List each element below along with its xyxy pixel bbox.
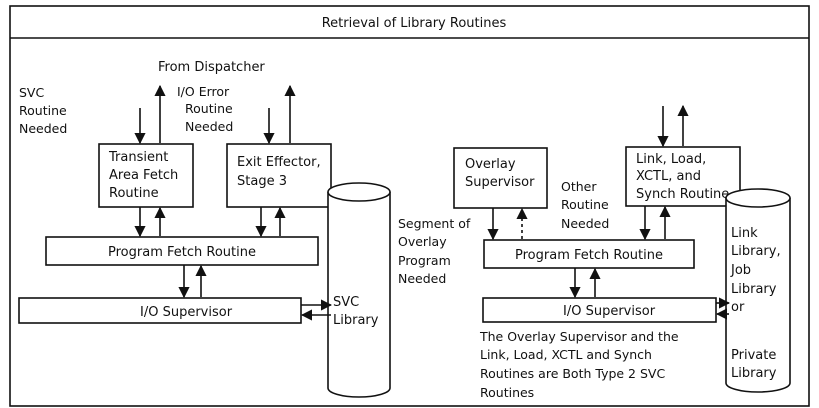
other-routine-needed-label: Other Routine Needed xyxy=(561,179,609,231)
link-library-line: Library xyxy=(731,366,777,381)
segment-needed-label: Segment of Overlay Program Needed xyxy=(398,216,471,286)
overlay-supervisor-line: Supervisor xyxy=(465,175,535,190)
svc-library-line: SVC xyxy=(333,295,359,310)
link-load-xctl-synch-box xyxy=(625,146,741,207)
link-load-line: XCTL, and xyxy=(636,169,701,184)
other-needed-line: Needed xyxy=(561,216,609,231)
from-dispatcher-label: From Dispatcher xyxy=(158,60,265,75)
transient-line: Transient xyxy=(108,150,168,165)
program-fetch-label-left: Program Fetch Routine xyxy=(108,245,256,260)
link-library-line: Private xyxy=(731,348,776,363)
io-supervisor-box-right xyxy=(482,297,717,323)
link-library-line: Job xyxy=(730,263,751,278)
type-2-svc-note: The Overlay Supervisor and the Link, Loa… xyxy=(479,329,679,400)
note-line: Routines xyxy=(480,385,534,400)
svc-library-cylinder xyxy=(327,182,391,398)
transient-line: Routine xyxy=(109,186,159,201)
exit-effector-line: Exit Effector, xyxy=(237,155,321,170)
overlay-supervisor-line: Overlay xyxy=(465,157,516,172)
io-error-needed-line: Routine xyxy=(185,101,233,116)
link-library-line: Library xyxy=(731,282,777,297)
exit-effector-box xyxy=(226,143,332,208)
transient-area-fetch-box xyxy=(98,143,194,208)
svc-routine-needed-label: SVC Routine Needed xyxy=(19,85,67,136)
io-supervisor-label-left: I/O Supervisor xyxy=(140,305,233,320)
outer-frame xyxy=(9,5,810,407)
svc-needed-line: SVC xyxy=(19,85,44,100)
svc-library-line: Library xyxy=(333,313,379,328)
io-supervisor-label-right: I/O Supervisor xyxy=(563,304,656,319)
link-library-cylinder xyxy=(725,188,791,393)
program-fetch-label-right: Program Fetch Routine xyxy=(515,248,663,263)
transient-line: Area Fetch xyxy=(109,168,178,183)
svc-needed-line: Needed xyxy=(19,121,67,136)
link-library-line: Library, xyxy=(731,244,781,259)
other-needed-line: Other xyxy=(561,179,597,194)
link-load-line: Synch Routine xyxy=(636,187,729,202)
other-needed-line: Routine xyxy=(561,197,609,212)
io-error-needed-line: Needed xyxy=(185,119,233,134)
svc-needed-line: Routine xyxy=(19,103,67,118)
link-load-line: Link, Load, xyxy=(636,152,706,167)
diagram-title: Retrieval of Library Routines xyxy=(322,16,507,31)
segment-needed-line: Segment of xyxy=(398,216,471,231)
io-error-routine-needed-label: I/O Error Routine Needed xyxy=(177,84,233,134)
note-line: The Overlay Supervisor and the xyxy=(479,329,679,344)
io-error-needed-line: I/O Error xyxy=(177,84,230,99)
note-line: Routines are Both Type 2 SVC xyxy=(480,366,665,381)
link-library-line: Link xyxy=(731,226,758,241)
segment-needed-line: Program xyxy=(398,253,451,268)
program-fetch-box-left xyxy=(45,236,319,266)
segment-needed-line: Needed xyxy=(398,271,446,286)
note-line: Link, Load, XCTL and Synch xyxy=(480,347,652,362)
segment-needed-line: Overlay xyxy=(398,234,447,249)
overlay-supervisor-box xyxy=(453,147,548,209)
exit-effector-line: Stage 3 xyxy=(237,174,287,189)
link-library-line: or xyxy=(731,300,745,315)
program-fetch-box-right xyxy=(483,239,695,269)
